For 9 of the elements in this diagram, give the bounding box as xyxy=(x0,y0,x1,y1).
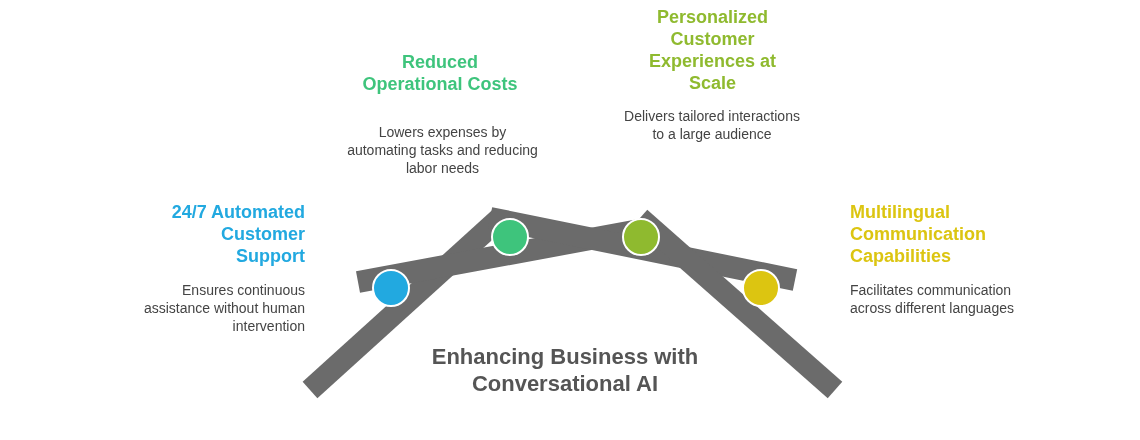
heading: Reduced Operational Costs xyxy=(361,51,519,95)
description: Lowers expenses by automating tasks and reducing labor needs xyxy=(346,123,539,177)
heading: 24/7 Automated Customer Support xyxy=(170,201,305,267)
title: Enhancing Business with Conversational AI xyxy=(430,343,700,397)
description: Facilitates communication across different languages xyxy=(850,281,1015,317)
description: Ensures continuous assistance without human intervention xyxy=(142,281,305,335)
description: Delivers tailored interactions to a large audience xyxy=(623,107,801,143)
heading: Personalized Customer Experiences at Scale xyxy=(647,6,778,94)
heading: Multilingual Communication Capabilities xyxy=(850,201,987,267)
